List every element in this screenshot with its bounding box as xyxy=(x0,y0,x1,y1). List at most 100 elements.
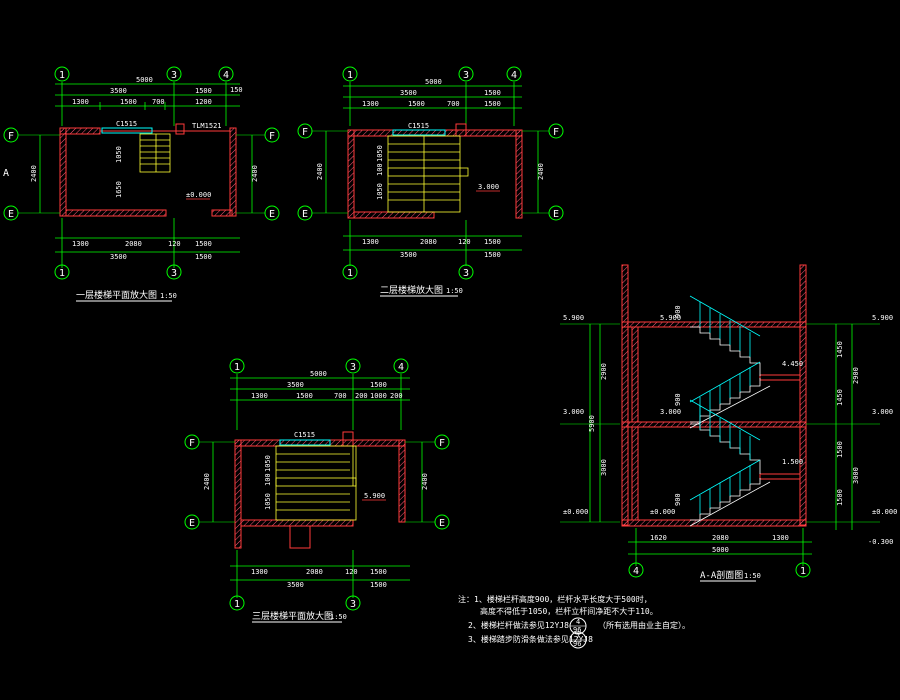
axis-label: F xyxy=(269,131,275,142)
axis-label: 3 xyxy=(350,599,356,610)
section-dim-lines-bottom xyxy=(628,528,812,566)
section-levels-right: 5.900 3.000 ±0.000 -0.300 1450 1450 1500… xyxy=(806,314,897,546)
section-levels-inner: 5.900 3.000 ±0.000 4.450 1.500 900 900 9… xyxy=(650,305,803,516)
dim-mid: 3500 xyxy=(110,87,127,95)
dim-mid: 1500 xyxy=(195,87,212,95)
plan-title: 三层楼梯平面放大图 xyxy=(252,610,333,622)
axis-label: F xyxy=(553,127,559,138)
plan2-dim-lines-bottom xyxy=(343,220,522,266)
dim-inner: 1500 xyxy=(408,100,425,108)
dim-mid: 1500 xyxy=(484,89,501,97)
dim-inner: 1300 xyxy=(251,568,268,576)
plan1-window xyxy=(101,127,153,134)
dim-inner: 700 xyxy=(334,392,347,400)
plan-scale: 1:50 xyxy=(330,613,347,621)
dim-inner: 120 xyxy=(345,568,358,576)
axis-label: E xyxy=(439,518,445,529)
axis-label: E xyxy=(269,209,275,220)
window-tag: C1515 xyxy=(408,122,429,130)
dim-side: 2400 xyxy=(251,165,259,182)
detail-ref-top: 4 xyxy=(576,618,580,626)
dim-side: 1500 xyxy=(836,489,844,506)
dim-inner: 1300 xyxy=(251,392,268,400)
axis-label: 1 xyxy=(347,70,353,81)
plan1-walls xyxy=(59,123,237,217)
axis-label: E xyxy=(8,209,14,220)
dim-inner: 200 xyxy=(390,392,403,400)
plan-floor-3: 1 3 4 5000 3500 1500 1300 1500 700 200 1… xyxy=(184,358,450,623)
dim-inner: 1500 xyxy=(370,568,387,576)
stair-dim: 1650 xyxy=(115,181,123,198)
dim-total: 3500 xyxy=(400,251,417,259)
plan3-dim-lines-bottom xyxy=(230,550,410,598)
dim-inner: 700 xyxy=(152,98,165,106)
axis-label: 1 xyxy=(234,362,240,373)
dim-mid: 3500 xyxy=(287,381,304,389)
axis-label: 3 xyxy=(171,70,177,81)
dim-inner: 120 xyxy=(168,240,181,248)
dim-total: 5900 xyxy=(588,415,596,432)
plan1-axis-left: F E 2400 A xyxy=(3,127,60,221)
dim-inner: 1500 xyxy=(484,238,501,246)
plan3-dim-lines-top xyxy=(230,374,410,430)
dim-inner: 1300 xyxy=(72,240,89,248)
level-mark: 3.000 xyxy=(872,408,893,416)
dim-mid: 150 xyxy=(230,86,243,94)
axis-label: 1 xyxy=(800,566,806,577)
section-wall-right xyxy=(799,264,807,526)
dim-inner: 1500 xyxy=(195,240,212,248)
axis-label: E xyxy=(553,209,559,220)
level-mark: -0.300 xyxy=(868,538,893,546)
plan3-axis-left: F E 2400 xyxy=(184,434,235,530)
detail-ref-bubble-2: 7 96 xyxy=(569,631,587,649)
rail-height: 900 xyxy=(674,493,682,506)
dim-inner: 1620 xyxy=(650,534,667,542)
level-mark: ±0.000 xyxy=(563,508,588,516)
axis-label: 3 xyxy=(350,362,356,373)
plan2-window xyxy=(392,129,446,136)
dim-inner: 2080 xyxy=(712,534,729,542)
axis-label: 3 xyxy=(171,268,177,279)
dim-inner: 1300 xyxy=(72,98,89,106)
stair-dim: 1050 xyxy=(376,145,384,162)
plan1-axis-bottom: 1 3 xyxy=(54,264,182,280)
section-slab-3 xyxy=(621,321,807,328)
stair-dim: 1050 xyxy=(376,183,384,200)
dim-inner: 1500 xyxy=(484,100,501,108)
plan1-axis-right: F E 2400 xyxy=(236,127,280,221)
dim-side: 2400 xyxy=(537,163,545,180)
plan2-axis-right: F E 2400 xyxy=(522,123,564,221)
plan1-axis-top-1: 1 xyxy=(54,66,70,82)
dim-total: 1500 xyxy=(195,253,212,261)
level-mark: 3.000 xyxy=(478,183,499,191)
section-title: A-A剖面图 xyxy=(700,569,743,581)
stair-dim: 1050 xyxy=(115,146,123,163)
dim-side: 2400 xyxy=(421,473,429,490)
detail-ref-bottom: 96 xyxy=(573,626,581,634)
dim-inner: 2080 xyxy=(125,240,142,248)
landing-level: 1.500 xyxy=(782,458,803,466)
axis-label: F xyxy=(8,131,14,142)
plan3-stair xyxy=(275,445,357,521)
axis-label: E xyxy=(302,209,308,220)
rail-height: 900 xyxy=(674,393,682,406)
axis-label: 4 xyxy=(223,70,229,81)
plan-scale: 1:50 xyxy=(160,292,177,300)
plan2-axis-top: 1 3 4 xyxy=(342,66,522,82)
axis-label: 1 xyxy=(347,268,353,279)
dim-inner: 1000 xyxy=(370,392,387,400)
general-notes: 注：1、楼梯栏杆高度900，栏杆水平长度大于500时， 高度不得低于1050，栏… xyxy=(458,594,690,649)
section-mark: A xyxy=(3,168,9,179)
plan2-walls xyxy=(347,123,523,219)
plan3-axis-bottom: 1 3 xyxy=(229,595,361,611)
note-line-2: 高度不得低于1050，栏杆立杆间净距不大于110。 xyxy=(480,606,658,616)
axis-label: 1 xyxy=(59,268,65,279)
axis-label: F xyxy=(189,438,195,449)
plan2-axis-bottom: 1 3 xyxy=(342,264,474,280)
plan1-dim-lines-top xyxy=(55,82,240,126)
dim-inner: 1300 xyxy=(362,100,379,108)
rail-height: 900 xyxy=(674,305,682,318)
level-mark: 3.000 xyxy=(660,408,681,416)
level-mark: 5.900 xyxy=(364,492,385,500)
